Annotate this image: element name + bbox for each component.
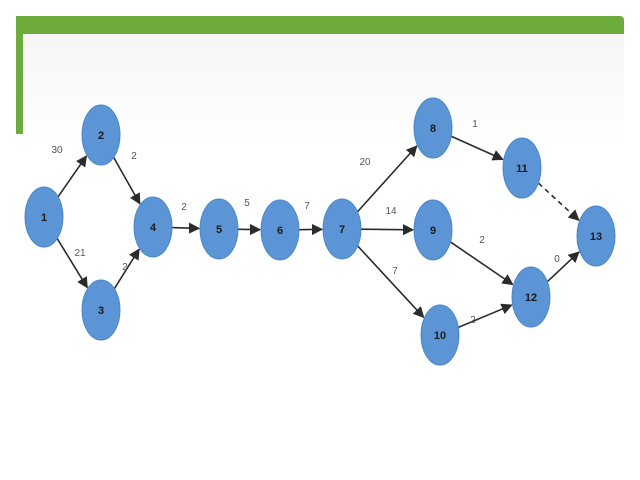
edge-label-10-to-12: 2 [470, 315, 476, 326]
node-circle-11 [502, 137, 542, 199]
node-label-10: 10 [434, 330, 446, 342]
edge-label-8-to-11: 1 [472, 119, 478, 130]
node-3: 3 [81, 279, 121, 341]
node-circle-12 [511, 266, 551, 328]
edge-label-2-to-4: 2 [131, 151, 137, 162]
edge-label-7-to-10: 7 [392, 266, 398, 277]
edge-label-3-to-4: 2 [122, 262, 128, 273]
edge-10-to-12 [458, 303, 513, 329]
edge-7-to-9 [360, 224, 415, 236]
edge-label-1-to-2: 30 [51, 145, 63, 156]
edge-2-to-4 [112, 156, 141, 205]
node-label-9: 9 [430, 225, 436, 237]
edge-7-to-10 [357, 245, 425, 319]
node-label-7: 7 [339, 224, 345, 236]
edge-label-7-to-9: 14 [385, 206, 397, 217]
node-circle-3 [81, 279, 121, 341]
node-label-3: 3 [98, 305, 104, 317]
node-circle-8 [413, 97, 453, 159]
edge-12-to-13 [546, 251, 580, 283]
node-7: 7 [322, 198, 362, 260]
node-label-5: 5 [216, 224, 222, 236]
slide-top-accent-bar [16, 16, 624, 34]
edge-7-to-8 [356, 145, 418, 213]
slide-left-accent-bar [16, 16, 23, 134]
node-4: 4 [133, 196, 173, 258]
node-label-2: 2 [98, 130, 104, 142]
node-5: 5 [199, 198, 239, 260]
node-8: 8 [413, 97, 453, 159]
edges-layer [56, 135, 580, 329]
node-11: 11 [502, 137, 542, 199]
edge-11-to-13 [537, 182, 580, 221]
node-circle-4 [133, 196, 173, 258]
edge-label-6-to-7: 7 [304, 201, 310, 212]
node-13: 13 [576, 205, 616, 267]
node-circle-1 [24, 186, 64, 248]
edge-label-5-to-6: 5 [244, 198, 250, 209]
node-label-6: 6 [277, 225, 283, 237]
node-label-12: 12 [525, 292, 537, 304]
node-label-11: 11 [516, 163, 528, 175]
node-circle-2 [81, 104, 121, 166]
node-circle-5 [199, 198, 239, 260]
node-12: 12 [511, 266, 551, 328]
edge-1-to-2 [57, 155, 88, 198]
node-label-13: 13 [590, 231, 602, 243]
edge-1-to-3 [56, 238, 88, 289]
node-circle-9 [413, 199, 453, 261]
edge-label-4-to-5: 2 [181, 202, 187, 213]
edge-4-to-5 [171, 222, 201, 234]
edge-9-to-12 [449, 241, 514, 286]
node-circle-13 [576, 205, 616, 267]
edge-label-9-to-12: 2 [479, 235, 485, 246]
edge-label-12-to-13: 0 [554, 254, 560, 265]
node-circle-10 [420, 304, 460, 366]
edge-label-7-to-8: 20 [359, 157, 371, 168]
node-circle-7 [322, 198, 362, 260]
edge-label-1-to-3: 21 [74, 248, 86, 259]
node-label-1: 1 [41, 212, 47, 224]
node-1: 1 [24, 186, 64, 248]
node-label-8: 8 [430, 123, 436, 135]
edge-8-to-11 [450, 135, 504, 161]
node-2: 2 [81, 104, 121, 166]
node-9: 9 [413, 199, 453, 261]
node-6: 6 [260, 199, 300, 261]
node-label-4: 4 [150, 222, 157, 234]
edge-3-to-4 [113, 248, 140, 290]
node-circle-6 [260, 199, 300, 261]
node-10: 10 [420, 304, 460, 366]
